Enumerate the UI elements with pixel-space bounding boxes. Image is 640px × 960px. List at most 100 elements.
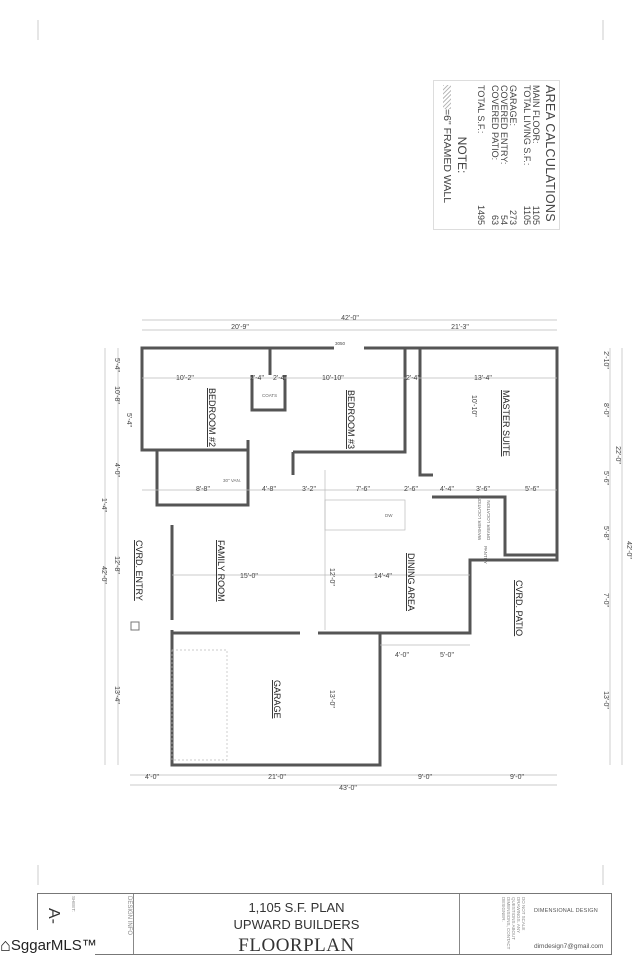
dim-left-total: 42'-0": [100, 566, 107, 584]
dim-interior: 5'-6": [525, 486, 539, 493]
dim-left: 12'-8": [113, 556, 120, 574]
area-calculations-title: AREA CALCULATIONS: [543, 85, 557, 222]
dim-bottom: 9'-0": [418, 774, 432, 781]
area-calculations-table: AREA CALCULATIONS MAIN FLOOR: 1105 TOTAL …: [433, 80, 560, 230]
designer-email: dimdesign7@gmail.com: [534, 943, 604, 950]
area-row: MAIN FLOOR: 1105: [531, 85, 541, 225]
area-row: COVERED ENTRY:54: [499, 85, 509, 225]
builder-name: UPWARD BUILDERS: [233, 917, 360, 932]
area-value: 63: [490, 214, 500, 225]
note-title: NOTE:: [455, 136, 469, 174]
note-text: =6" FRAMED WALL: [441, 109, 453, 204]
dim-interior: 2'-6": [404, 486, 418, 493]
dim-interior: 15'-0": [240, 573, 258, 580]
room-label-master-suite: MASTER SUITE: [501, 390, 511, 457]
washer-label: WASHER LOCATION: [477, 496, 482, 540]
area-row: COVERED PATIO: 63: [490, 85, 500, 225]
area-value: 1105: [522, 205, 532, 225]
dim-left: 1'-4": [100, 498, 107, 512]
coats-label: COATS: [262, 393, 277, 398]
area-label: MAIN FLOOR:: [531, 85, 541, 144]
window-tag: 3050: [335, 341, 346, 346]
dimension-lines: [104, 319, 623, 786]
dim-interior: 13'-4": [474, 375, 492, 382]
area-value: 273: [508, 209, 518, 225]
dim-left: 13'-4": [113, 686, 120, 704]
dim-left: 4'-0": [113, 463, 120, 477]
dim-right: 8'-0": [602, 403, 609, 417]
crop-marks: [37, 20, 604, 885]
dim-interior: 7'-6": [356, 486, 370, 493]
dim-interior: 3'-6": [476, 486, 490, 493]
dim-right: 2'-10": [602, 351, 609, 369]
area-label: COVERED ENTRY:: [499, 85, 509, 165]
design-info-label: DESIGN INFO: [126, 896, 132, 936]
dimension-labels: 42'-0" 20'-9" 21'-3" 4'-0" 21'-0" 9'-0" …: [100, 315, 632, 792]
sheet-number: A-: [45, 908, 62, 924]
dim-interior: 10'-10": [322, 375, 344, 382]
dim-interior: 4'-8": [262, 486, 276, 493]
dim-interior: 3'-2": [302, 486, 316, 493]
room-label-dining-area: DINING AREA: [406, 553, 416, 611]
room-label-family-room: FAMILY ROOM: [216, 540, 226, 602]
dim-interior: 2'-4": [273, 375, 287, 382]
dim-right: 22'-0": [614, 446, 621, 464]
dim-interior: 2'-4": [250, 375, 264, 382]
dim-interior: 10'-10": [470, 395, 477, 417]
area-label: TOTAL S.F.:: [476, 85, 486, 134]
dim-interior: 5'-0": [440, 652, 454, 659]
dim-interior: 2'-4": [406, 375, 420, 382]
dim-top-right: 21'-3": [451, 324, 469, 331]
dim-right: 13'-0": [602, 691, 609, 709]
house-icon: ⌂: [0, 934, 11, 955]
sheet-label: SHEET:: [71, 896, 76, 912]
room-label-covered-patio: CVRD. PATIO: [514, 580, 524, 636]
dim-interior: 8'-8": [196, 486, 210, 493]
dishwasher-label: DW: [385, 513, 393, 518]
dim-interior: 4'-0": [395, 652, 409, 659]
area-row: TOTAL LIVING S.F.: 1105: [522, 85, 532, 225]
dim-interior: 10'-2": [176, 375, 194, 382]
dim-top-left: 20'-9": [231, 324, 249, 331]
dim-right: 5'-6": [602, 471, 609, 485]
designer-block: DIMENSIONAL DESIGN dimdesign7@gmail.com: [532, 894, 613, 954]
pantry-label: PANTRY: [483, 546, 488, 564]
plan-title: 1,105 S.F. PLAN: [248, 900, 345, 915]
dim-bottom: 9'-0": [510, 774, 524, 781]
mls-watermark: ⌂ SggarMLS™: [0, 930, 97, 960]
dim-left: 5'-4": [113, 358, 120, 372]
area-value: 1495: [476, 204, 486, 225]
walls: [140, 346, 559, 767]
dryer-label: DRYER LOCATION: [486, 500, 491, 540]
dim-left: 5'-4": [125, 413, 132, 427]
dim-bottom: 4'-0": [145, 774, 159, 781]
post: [130, 621, 140, 631]
area-row: GARAGE:273: [508, 85, 518, 225]
dim-interior: 4'-4": [440, 486, 454, 493]
title-block: A- SHEET: DESIGN INFO 1,105 S.F. PLAN UP…: [37, 893, 613, 956]
sheet-title: FLOORPLAN: [238, 935, 355, 956]
disclaimer: DO NOT SCALE DRAWINGS. ANY QUESTIONS ABO…: [501, 897, 526, 950]
room-label-bedroom-2: BEDROOM #2: [207, 388, 217, 447]
area-label: TOTAL LIVING S.F.:: [522, 85, 532, 166]
area-label: COVERED PATIO:: [490, 85, 500, 161]
dim-left: 10'-8": [113, 386, 120, 404]
dim-right: 5'-8": [602, 526, 609, 540]
watermark-text: SggarMLS™: [10, 936, 97, 954]
hatch-swatch: [442, 85, 451, 109]
dim-interior: 14'-4": [374, 573, 392, 580]
area-row: TOTAL S.F.: 1495: [476, 85, 486, 225]
designer-logo: DIMENSIONAL DESIGN: [534, 908, 598, 914]
room-labels: BEDROOM #2 BEDROOM #3 MASTER SUITE FAMIL…: [134, 388, 524, 719]
title-center: 1,105 S.F. PLAN UPWARD BUILDERS FLOORPLA…: [133, 894, 460, 956]
framed-wall-note: =6" FRAMED WALL: [441, 85, 453, 225]
dim-top-total: 42'-0": [341, 315, 359, 322]
area-value: 1105: [531, 205, 541, 225]
room-label-garage: GARAGE: [272, 680, 282, 719]
dim-bottom-total: 43'-0": [339, 785, 357, 792]
dim-bottom: 21'-0": [268, 774, 286, 781]
dim-right: 7'-0": [602, 593, 609, 607]
dim-right-total: 42'-0": [625, 541, 632, 559]
vanity-label: 30" VAN.: [223, 478, 241, 483]
dim-interior: 12'-0": [328, 568, 335, 586]
